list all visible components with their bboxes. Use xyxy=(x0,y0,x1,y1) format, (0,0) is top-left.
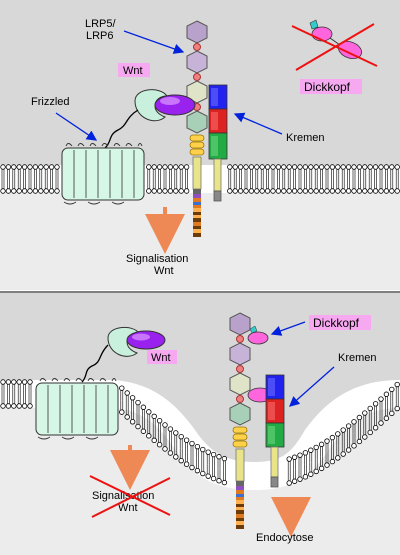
label-endocytose: Endocytose xyxy=(256,532,313,544)
label-dickkopf-bottom: Dickkopf xyxy=(313,316,360,330)
label-signal-top-line2: Wnt xyxy=(154,265,174,277)
wnt-ligand-top xyxy=(134,89,196,122)
wnt-ligand-bottom xyxy=(107,326,166,357)
arrow-frizzled xyxy=(55,112,98,141)
label-lrp-line2: LRP6 xyxy=(86,30,114,42)
cross-signal-2 xyxy=(91,477,171,518)
dickkopf-crossed-top xyxy=(291,19,378,71)
label-lrp-line1: LRP5/ xyxy=(85,18,117,30)
lipid-bilayer-bottom xyxy=(0,379,400,486)
arrow-dickkopf-bottom xyxy=(270,321,306,336)
frizzled-receptor-top xyxy=(61,109,145,205)
panel-bottom: Dickkopf Kremen Wnt Signalisation Wnt En… xyxy=(0,293,400,555)
label-dickkopf-top: Dickkopf xyxy=(304,80,351,94)
label-wnt-bottom: Wnt xyxy=(151,352,171,364)
cross-signal-1 xyxy=(89,475,171,516)
label-kremen-bottom: Kremen xyxy=(338,352,377,364)
arrow-kremen-bottom xyxy=(289,366,335,407)
frizzled-receptor-bottom xyxy=(35,344,119,440)
label-frizzled: Frizzled xyxy=(31,96,70,108)
extracellular-space-bottom xyxy=(0,293,400,462)
label-signal-bottom-line2: Wnt xyxy=(118,502,138,514)
label-signal-top-line1: Signalisation xyxy=(126,253,188,265)
arrow-lrp xyxy=(123,30,185,54)
arrow-kremen-top xyxy=(233,112,283,135)
kremen-top xyxy=(208,84,228,202)
lrp-receptor-bottom xyxy=(229,312,251,529)
lrp-receptor-top xyxy=(186,20,208,237)
label-bg-wnt-bottom xyxy=(147,350,177,364)
kremen-bottom xyxy=(265,374,285,488)
label-bg-wnt-top xyxy=(118,63,150,77)
label-wnt-top: Wnt xyxy=(123,65,143,77)
label-bg-dickkopf-bottom xyxy=(309,315,371,330)
label-kremen-top: Kremen xyxy=(286,132,325,144)
lipid-bilayer-top xyxy=(0,164,400,194)
label-bg-dickkopf-top xyxy=(300,79,362,94)
panel-top: LRP5/ LRP6 Wnt Dickkopf Frizzled Kremen … xyxy=(0,0,400,290)
